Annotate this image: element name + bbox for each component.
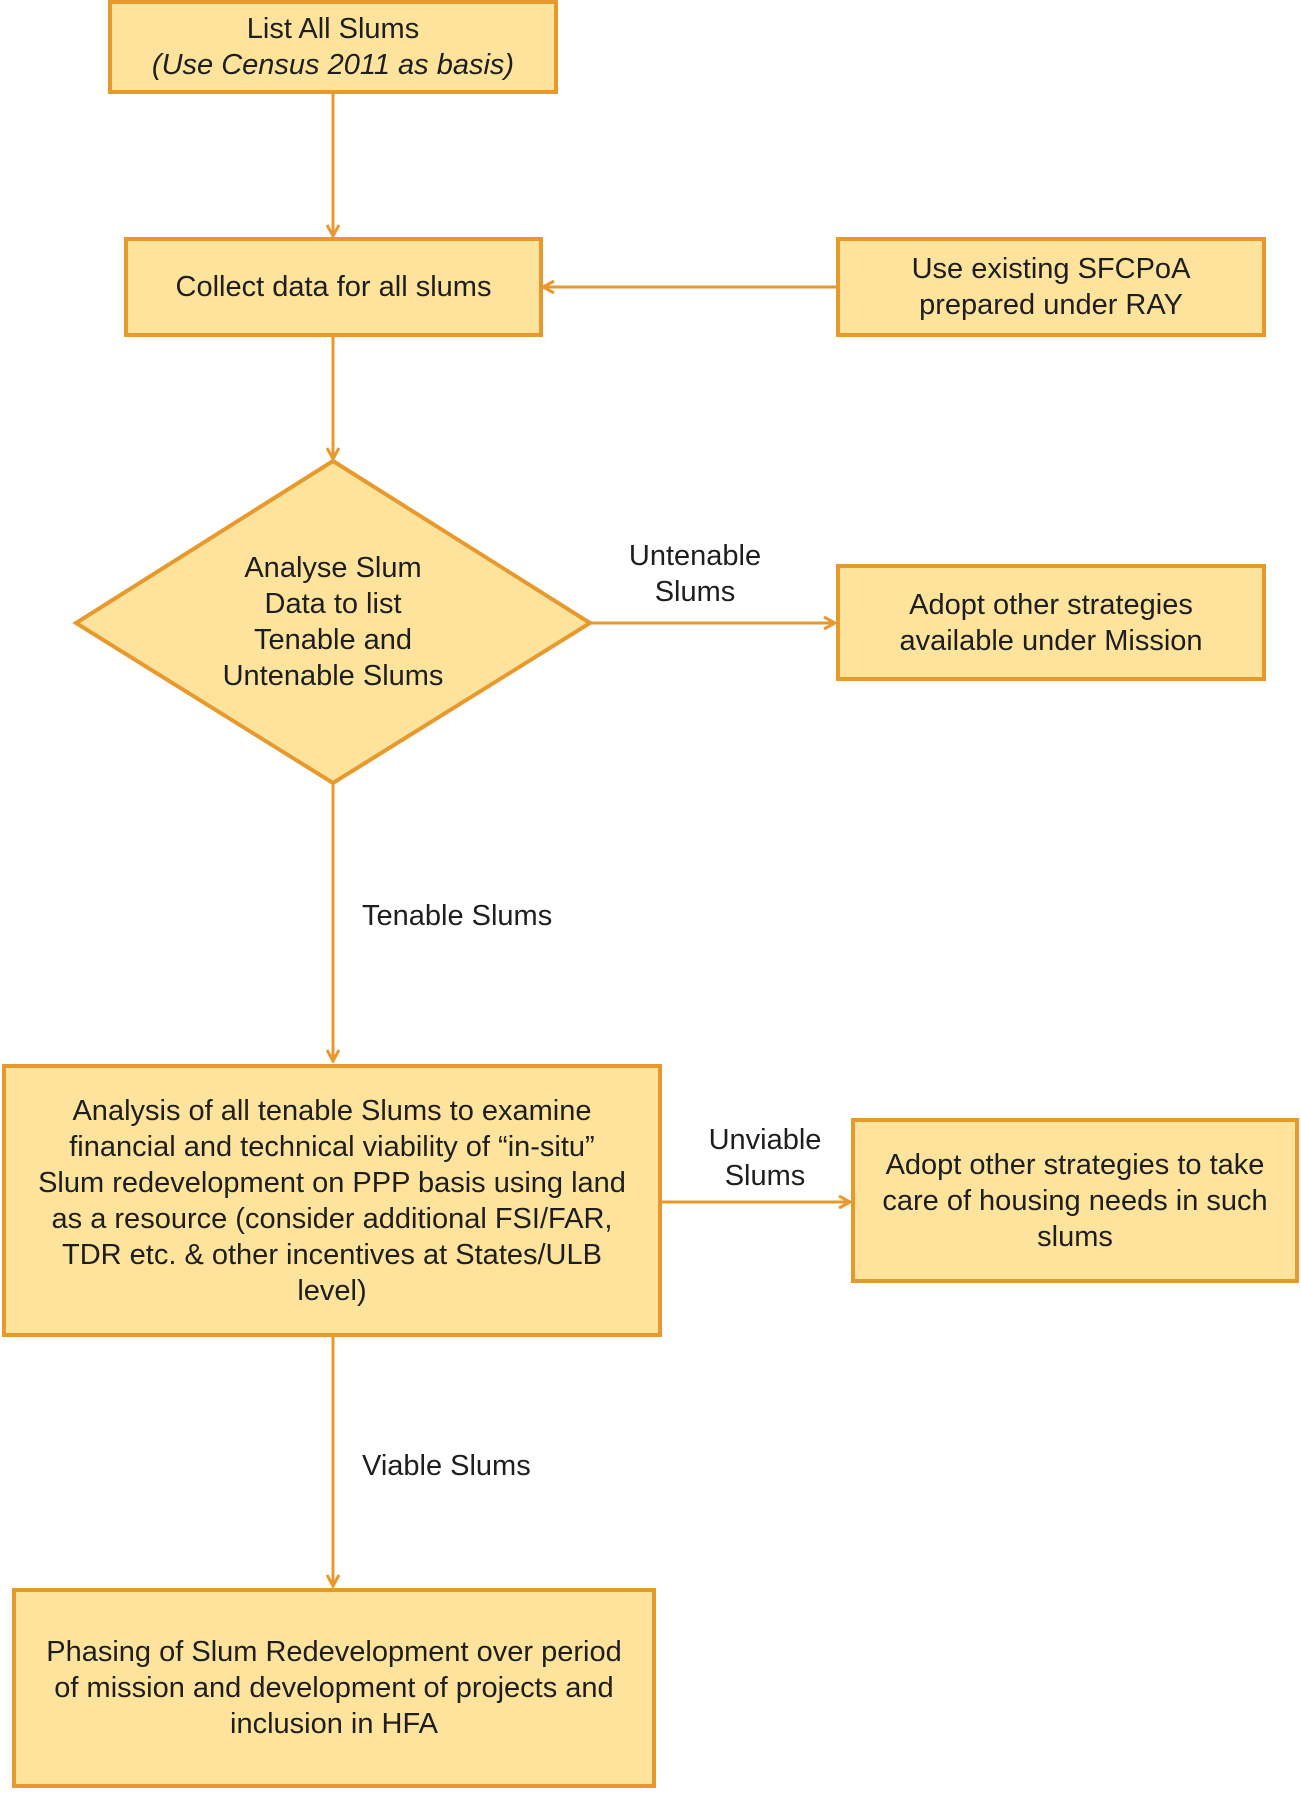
node-phasing-line1: Phasing of Slum Redevelopment over perio… (46, 1636, 622, 1668)
node-analyse-line1: Analyse Slum (244, 552, 422, 584)
node-analysis-line3: Slum redevelopment on PPP basis using la… (38, 1166, 626, 1199)
node-sfcpoa-line1: Use existing SFCPoA (911, 253, 1191, 285)
node-adopt-housing-line1: Adopt other strategies to take (885, 1148, 1265, 1181)
edge-label-unviable-slums: Unviable Slums (670, 1122, 860, 1194)
node-adopt-mission-line2: available under Mission (899, 624, 1203, 657)
node-analysis-line5: TDR etc. & other incentives at States/UL… (62, 1238, 602, 1271)
node-sfcpoa-line2: prepared under RAY (919, 289, 1183, 321)
node-adopt-mission-line1: Adopt other strategies (909, 588, 1193, 621)
node-list-all-slums-title: List All Slums (246, 13, 420, 45)
node-analysis-line1: Analysis of all tenable Slums to examine (72, 1094, 592, 1127)
node-list-all-slums-note: (Use Census 2011 as basis) (151, 49, 515, 81)
node-adopt-housing-line2: care of housing needs in such (882, 1184, 1268, 1217)
node-analysis-line4: as a resource (consider additional FSI/F… (51, 1202, 613, 1235)
edge-label-unviable-line2: Slums (724, 1160, 806, 1192)
edge-label-untenable-slums: Untenable Slums (590, 538, 800, 610)
node-list-all-slums: List All Slums (Use Census 2011 as basis… (108, 0, 558, 94)
node-analyse-line4: Untenable Slums (222, 660, 444, 692)
node-phasing-line2: of mission and development of projects a… (54, 1672, 614, 1704)
node-analyse-line2: Data to list (264, 588, 402, 620)
edge-label-unviable-line1: Unviable (708, 1124, 822, 1156)
edge-label-tenable-slums: Tenable Slums (362, 898, 622, 934)
edge-label-viable-text: Viable Slums (362, 1450, 531, 1482)
edge-label-untenable-line2: Slums (654, 576, 736, 608)
edge-label-untenable-line1: Untenable (628, 540, 762, 572)
edge-label-viable-slums: Viable Slums (362, 1448, 602, 1484)
node-phasing-line3: inclusion in HFA (230, 1708, 438, 1740)
node-use-existing-sfcpoa: Use existing SFCPoA prepared under RAY (836, 237, 1266, 337)
edge-label-tenable-text: Tenable Slums (362, 900, 553, 932)
node-analysis-line2: financial and technical viability of “in… (69, 1130, 595, 1163)
node-analyse-line3: Tenable and (253, 624, 413, 656)
node-analysis-line6: level) (297, 1274, 367, 1307)
node-adopt-strategies-housing: Adopt other strategies to take care of h… (851, 1118, 1299, 1283)
node-collect-data-text: Collect data for all slums (175, 271, 492, 303)
node-analysis-tenable-slums: Analysis of all tenable Slums to examine… (2, 1064, 662, 1337)
node-collect-data: Collect data for all slums (124, 237, 543, 337)
node-phasing-slum-redevelopment: Phasing of Slum Redevelopment over perio… (12, 1588, 656, 1788)
node-adopt-housing-line3: slums (1037, 1220, 1113, 1253)
node-adopt-strategies-mission: Adopt other strategies available under M… (836, 564, 1266, 681)
node-analyse-slum-data: Analyse Slum Data to list Tenable and Un… (173, 550, 493, 694)
